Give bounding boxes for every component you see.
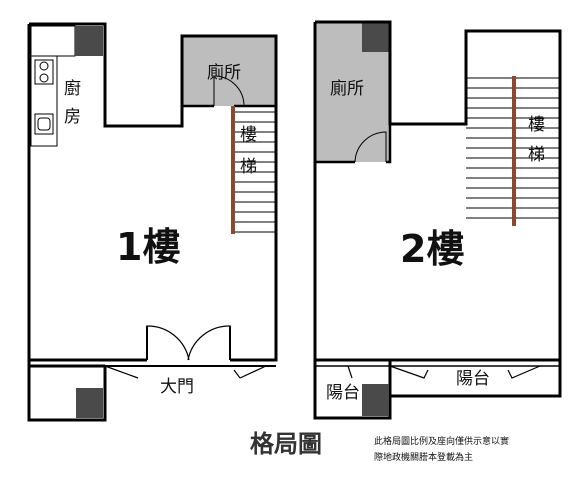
floor2-balcony-left-label: 陽台 bbox=[326, 383, 360, 403]
floor1-toilet-area bbox=[182, 36, 276, 106]
floor1-stairs-label-1: 樓 bbox=[240, 125, 257, 145]
floor-1-plan: 廚 房 廁所 樓 梯 1樓 大門 bbox=[27, 22, 278, 422]
floor2-stairs bbox=[466, 31, 562, 226]
floor2-balcony-right-label: 陽台 bbox=[456, 369, 490, 389]
floor1-label: 1樓 bbox=[116, 225, 180, 269]
legend-note-1: 此格局圖比例及座向僅供示意以實 bbox=[374, 435, 509, 447]
floor2-balcony bbox=[313, 360, 562, 420]
kitchen-label-1: 廚 bbox=[64, 78, 81, 99]
floor2-toilet-column bbox=[362, 22, 390, 52]
floor1-stairs bbox=[231, 106, 278, 234]
entrance-doors bbox=[146, 325, 231, 361]
entrance-label: 大門 bbox=[160, 377, 194, 397]
floor2-toilet-label: 廁所 bbox=[330, 78, 364, 99]
floor2-stairs-label-1: 樓 bbox=[528, 115, 545, 135]
floor2-stairs-label-2: 梯 bbox=[528, 145, 545, 165]
floor1-stairs-label-2: 梯 bbox=[240, 157, 257, 177]
floor1-toilet-door bbox=[213, 75, 245, 107]
kitchen-label-2: 房 bbox=[64, 107, 81, 127]
floor2-toilet-door bbox=[354, 131, 387, 163]
floor-2-plan: 廁所 樓 梯 2樓 陽台 陽台 bbox=[313, 20, 562, 420]
legend-title: 格局圖 bbox=[250, 430, 322, 458]
floor1-toilet-label: 廁所 bbox=[207, 62, 241, 83]
kitchen-counter bbox=[30, 25, 103, 147]
floor2-outer-wall bbox=[313, 20, 562, 362]
floor2-toilet-wall bbox=[315, 124, 392, 164]
floor2-label: 2樓 bbox=[400, 227, 464, 271]
floor1-front-area bbox=[27, 360, 276, 422]
legend-note-2: 際地政機關謄本登載為主 bbox=[374, 451, 473, 463]
